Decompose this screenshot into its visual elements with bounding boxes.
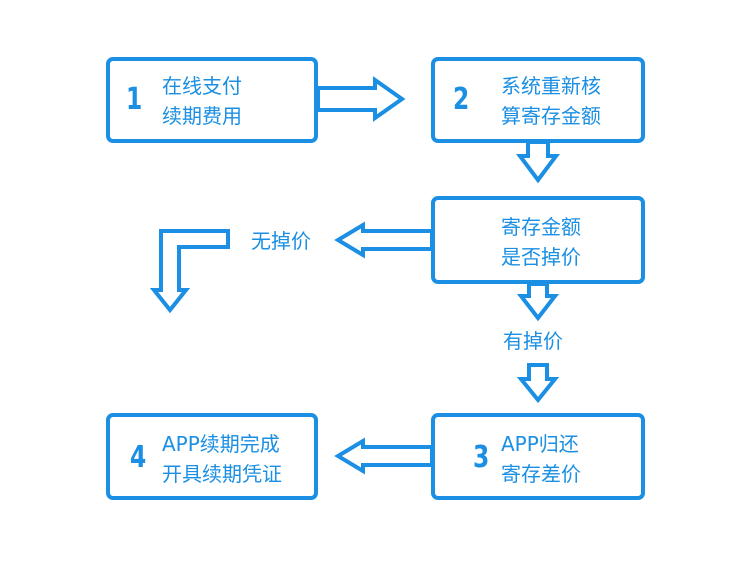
step2-label-line2: 算寄存金额: [501, 104, 601, 128]
arrow-step2-to-check: [516, 140, 560, 184]
check-label-line1: 寄存金额: [501, 215, 581, 239]
step3-number: 3: [473, 440, 490, 475]
step4-number: 4: [130, 440, 147, 475]
step4-label-line1: APP续期完成: [162, 432, 280, 456]
step1-label-line2: 续期费用: [162, 104, 242, 128]
step1-number: 1: [126, 82, 143, 117]
step1-label-line1: 在线支付: [162, 74, 242, 98]
arrow-hasdrop-to-step3: [516, 363, 560, 404]
step3-label-line2: 寄存差价: [501, 462, 581, 486]
step3-label-line1: APP归还: [501, 432, 579, 456]
arrow-check-to-nodrop: [334, 221, 434, 259]
step2-number: 2: [453, 82, 470, 117]
step4-label-line2: 开具续期凭证: [162, 462, 282, 486]
branch-has-drop-label: 有掉价: [503, 329, 563, 353]
check-label-line2: 是否掉价: [501, 245, 581, 269]
arrow-nodrop-down: [149, 229, 230, 314]
step1-box: 1 在线支付 续期费用: [106, 57, 318, 143]
branch-no-drop-label: 无掉价: [251, 229, 311, 253]
step3-box: 3 APP归还 寄存差价: [431, 413, 645, 500]
arrow-check-to-hasdrop: [516, 282, 560, 322]
arrow-step1-to-step2: [316, 76, 406, 122]
arrow-step3-to-step4: [334, 437, 434, 475]
step2-box: 2 系统重新核 算寄存金额: [431, 57, 645, 143]
step4-box: 4 APP续期完成 开具续期凭证: [106, 413, 318, 500]
check-box: 寄存金额 是否掉价: [431, 196, 645, 284]
step2-label-line1: 系统重新核: [501, 74, 601, 98]
